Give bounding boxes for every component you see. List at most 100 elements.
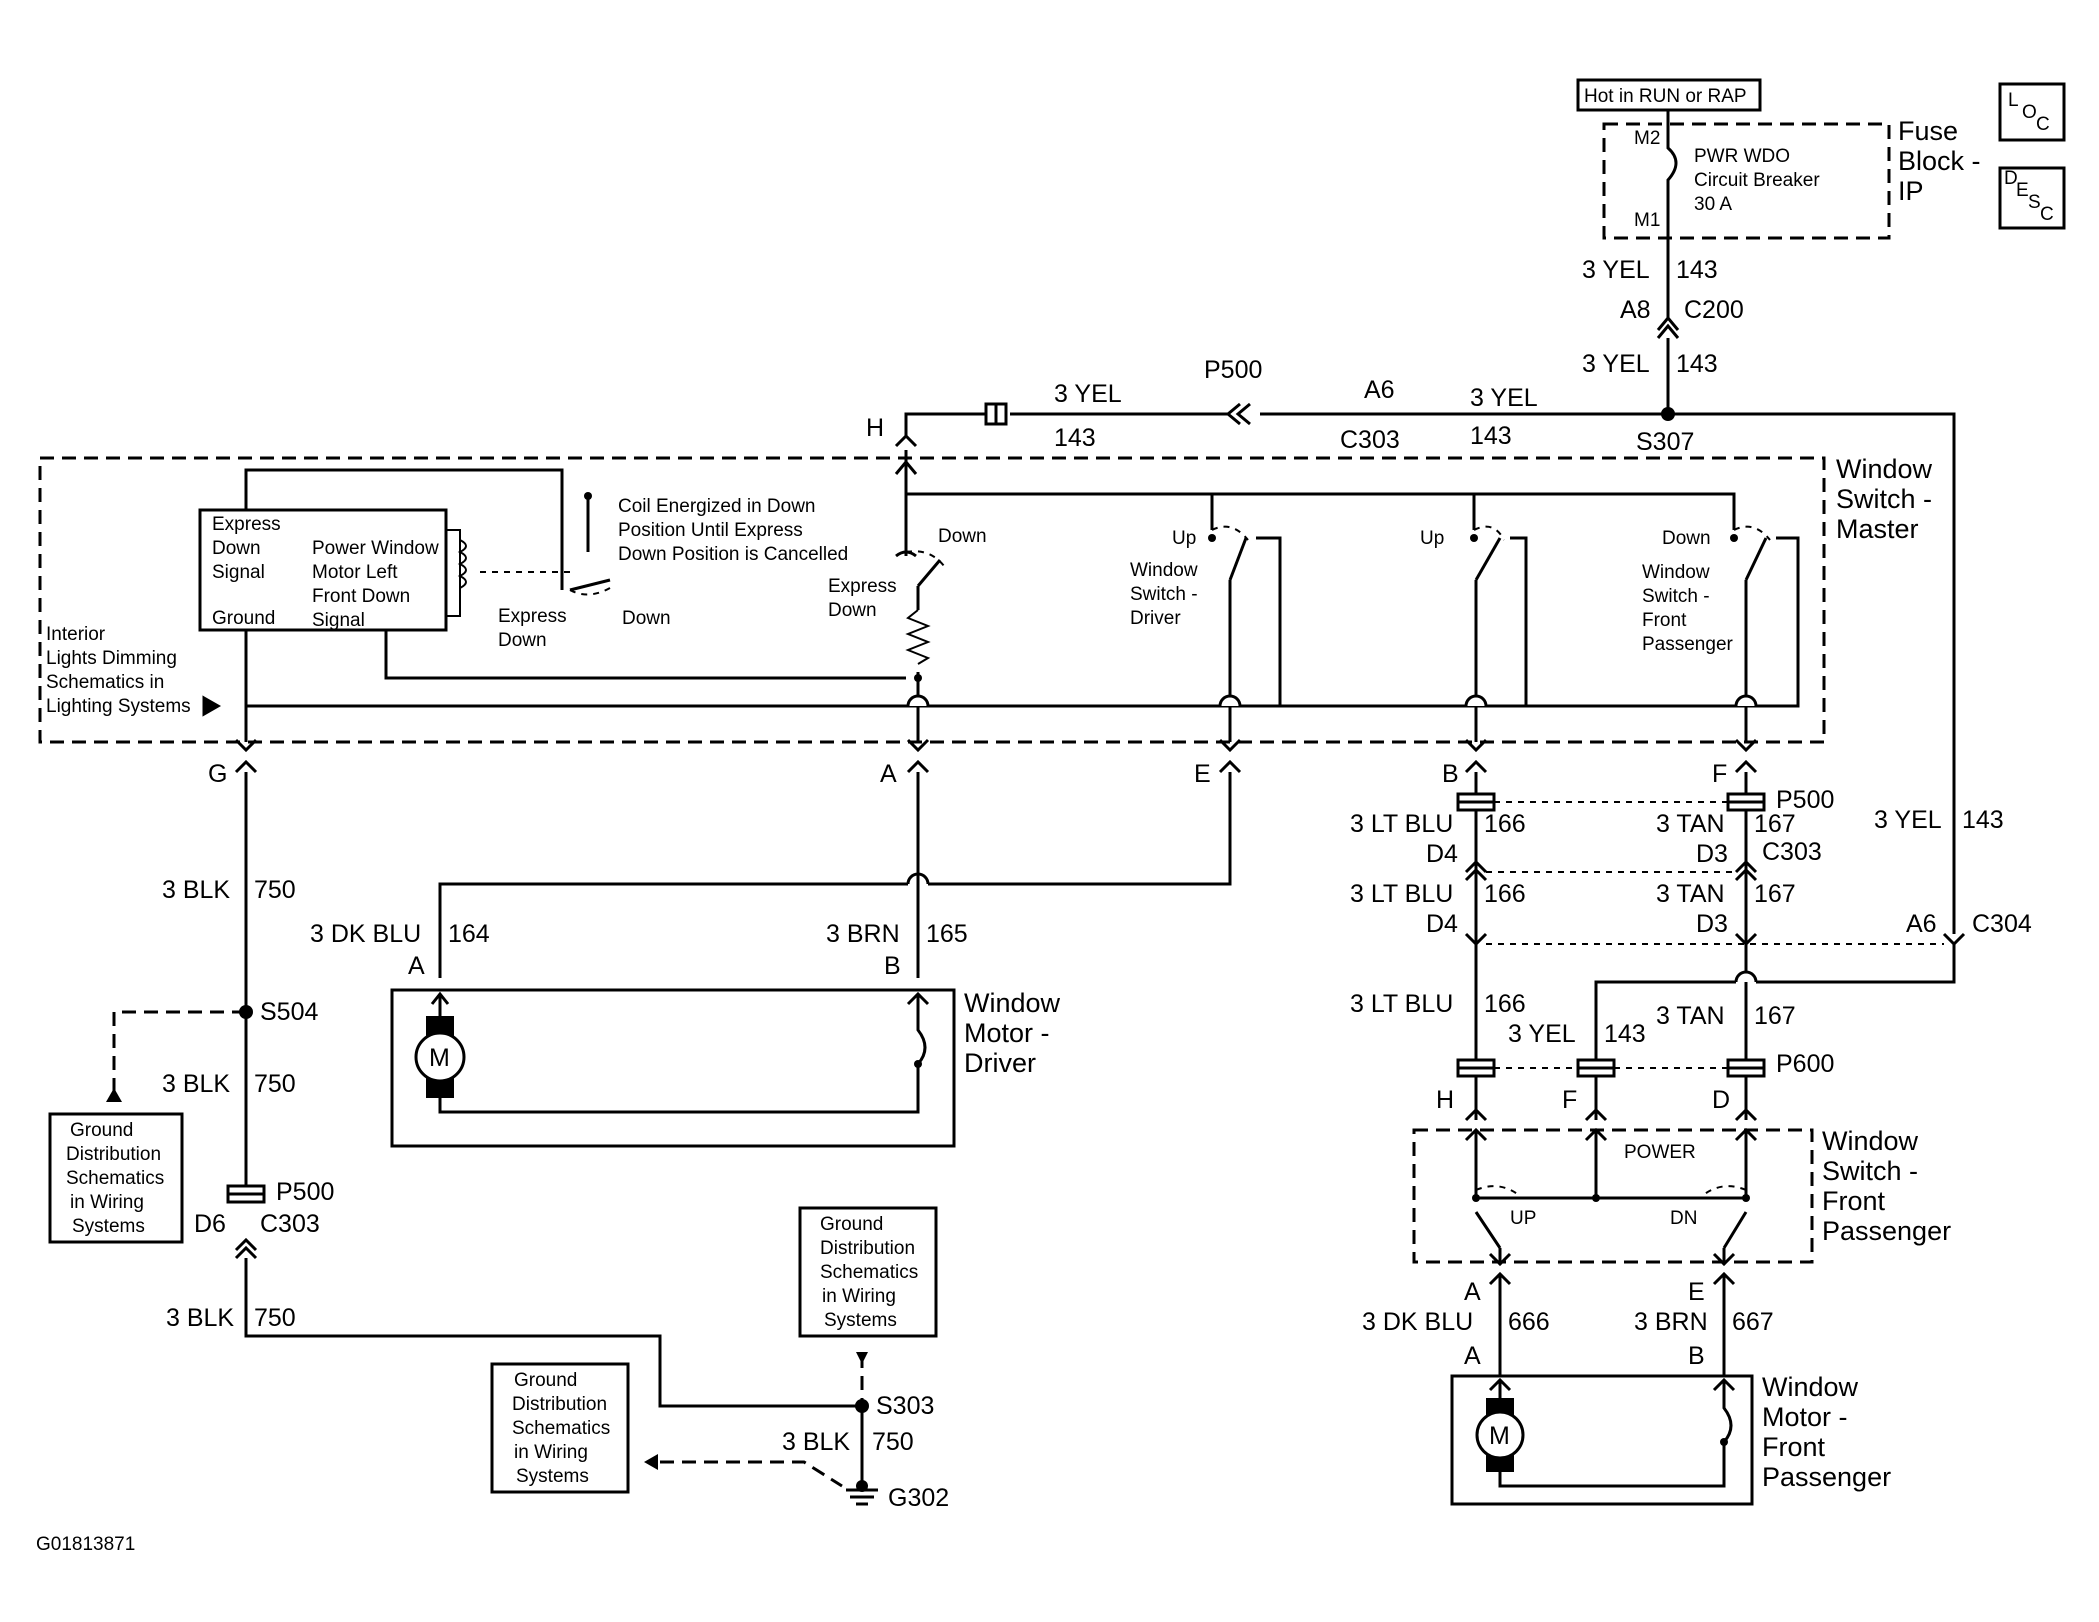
p500-ltblu-symbol-b — [1456, 800, 1496, 812]
up-driver-label: Up — [1172, 528, 1196, 549]
yel-right-number: 143 — [1962, 806, 2004, 834]
dimming-bus — [246, 628, 1800, 708]
h-terminal: H — [866, 414, 884, 442]
module-top-loop — [244, 468, 564, 590]
driver-lever — [1228, 537, 1248, 581]
passenger-circuit: P500 3 LT BLU 166 3 TAN 167 D4 D3 C303 3… — [1350, 772, 2032, 1506]
ps-dot-3 — [1742, 1194, 1750, 1202]
express-down-a-2: Down — [498, 630, 547, 651]
fuse-block-label-1: Fuse — [1898, 116, 1958, 146]
mid-switch-down — [1510, 536, 1528, 706]
c304: C304 — [1972, 910, 2032, 938]
yel-hop — [1734, 970, 1758, 983]
master-pins: G A E B F — [208, 759, 1758, 788]
hop-4 — [1734, 694, 1758, 707]
breaker-label-2: Circuit Breaker — [1694, 170, 1820, 191]
pm-label-4: Passenger — [1762, 1462, 1891, 1492]
ground-ref-left-5: Systems — [72, 1216, 145, 1237]
feed-wire-mid-number: 143 — [1676, 350, 1718, 378]
mid-lever — [1474, 537, 1502, 581]
passenger-switch-outline — [1412, 1128, 1814, 1264]
driver-dkblu-wire — [438, 882, 908, 978]
module-signal-wire — [384, 630, 906, 680]
ground-wire-lower — [244, 1258, 862, 1408]
ps-dn-lever — [1722, 1211, 1748, 1249]
ground-g302: G302 — [888, 1484, 949, 1512]
passenger-motor-symbol: M — [1489, 1422, 1510, 1450]
ground-ref-left-2: Distribution — [66, 1144, 161, 1165]
c304-yel-connector — [1942, 932, 1966, 947]
ps-label-1: Window — [1822, 1126, 1919, 1156]
driver-motor-loop — [438, 994, 927, 1114]
driver-breaker-dot — [914, 1060, 922, 1068]
right-pin-b-bot: B — [1688, 1342, 1705, 1370]
p500-top: P500 — [1204, 356, 1262, 384]
c303-right: C303 — [1762, 838, 1822, 866]
d3-a: D3 — [1696, 840, 1728, 868]
ps-up-lever — [1474, 1211, 1502, 1249]
ps-dn-dashed — [1701, 1185, 1747, 1197]
h-terminal-symbol — [894, 433, 918, 448]
ps-power-label: POWER — [1624, 1142, 1696, 1163]
master-label-2: Switch - — [1836, 484, 1932, 514]
desc-icon — [1998, 166, 2066, 230]
a6-top: A6 — [1364, 376, 1395, 404]
coil-note-3: Down Position is Cancelled — [618, 544, 848, 565]
tan1-color: 3 TAN — [1656, 810, 1725, 838]
right-yellow-wire — [1668, 412, 1956, 934]
ground-ref-top-1: Ground — [820, 1214, 883, 1235]
pin-e-chevron — [1218, 738, 1242, 753]
pass-label-3: Front — [1642, 610, 1687, 631]
window-switch-master: Window Switch - Master Express Down Sign… — [38, 450, 1933, 753]
ps-dot-1 — [1472, 1194, 1480, 1202]
ltblu1-number: 166 — [1484, 810, 1526, 838]
pin-g: G — [208, 760, 227, 788]
ps-lower-chevrons — [1488, 1252, 1736, 1267]
coil-icon — [457, 539, 467, 589]
d6-label: D6 — [194, 1210, 226, 1238]
pin-b-chevron — [1464, 738, 1488, 753]
ground-ref-top-arrow-icon — [856, 1352, 868, 1364]
ground-g302-icon — [846, 1488, 878, 1506]
loc-letter-c: C — [2036, 114, 2050, 135]
driver-motor-label-1: Window — [964, 988, 1061, 1018]
switch-top-bus-2 — [1212, 492, 1476, 530]
d4-a: D4 — [1426, 840, 1458, 868]
right-pin-d: D — [1712, 1086, 1730, 1114]
desc-letter-e: E — [2016, 180, 2029, 201]
ps-dot-2 — [1592, 1194, 1600, 1202]
ltblu3-number: 166 — [1484, 990, 1526, 1018]
down-a-label: Down — [622, 608, 671, 629]
dimming-label-1: Interior — [46, 624, 106, 645]
p500-top-symbol-b — [994, 402, 1008, 426]
top-wire-right-color: 3 YEL — [1470, 384, 1538, 412]
right-pin-f: F — [1562, 1086, 1577, 1114]
s504-to-ground-ref — [112, 1010, 246, 1098]
ground-ref-mid-4: in Wiring — [514, 1442, 588, 1463]
coil-note-2: Position Until Express — [618, 520, 803, 541]
g302-to-ground-ref — [660, 1460, 843, 1488]
c303-a6-connector-symbol — [1225, 402, 1251, 426]
loc-icon — [1998, 82, 2066, 142]
driver-wire-a-color: 3 DK BLU — [310, 920, 421, 948]
ground-ref-top-4: in Wiring — [822, 1286, 896, 1307]
c304-right-connectors — [1464, 932, 1758, 947]
pin-a-chevron — [906, 738, 930, 753]
tan3-number: 167 — [1754, 1002, 1796, 1030]
fuse-block-label-3: IP — [1898, 176, 1924, 206]
driver-motor-circuit: 3 DK BLU 164 3 BRN 165 A B M Window Moto… — [310, 772, 1232, 1148]
yel-to-passenger — [1756, 944, 1956, 984]
p500-left-symbol-b — [226, 1192, 266, 1204]
coil-bracket — [446, 529, 461, 617]
ground-wire4-color: 3 BLK — [782, 1428, 850, 1456]
terminal-m1: M1 — [1634, 210, 1660, 231]
right-pin-a-bot: A — [1464, 1342, 1481, 1370]
pass-lever — [1744, 537, 1768, 581]
up-mid-label: Up — [1420, 528, 1444, 549]
ground-ref-mid-arrow-icon — [644, 1454, 658, 1470]
switch-top-bus-1 — [906, 492, 1214, 530]
driver-pin-a: A — [408, 952, 425, 980]
module-right-3: Front Down — [312, 586, 410, 607]
power-source: Hot in RUN or RAP Fuse Block - IP M2 M1 … — [1576, 78, 2066, 240]
ground-ref-mid-5: Systems — [516, 1466, 589, 1487]
